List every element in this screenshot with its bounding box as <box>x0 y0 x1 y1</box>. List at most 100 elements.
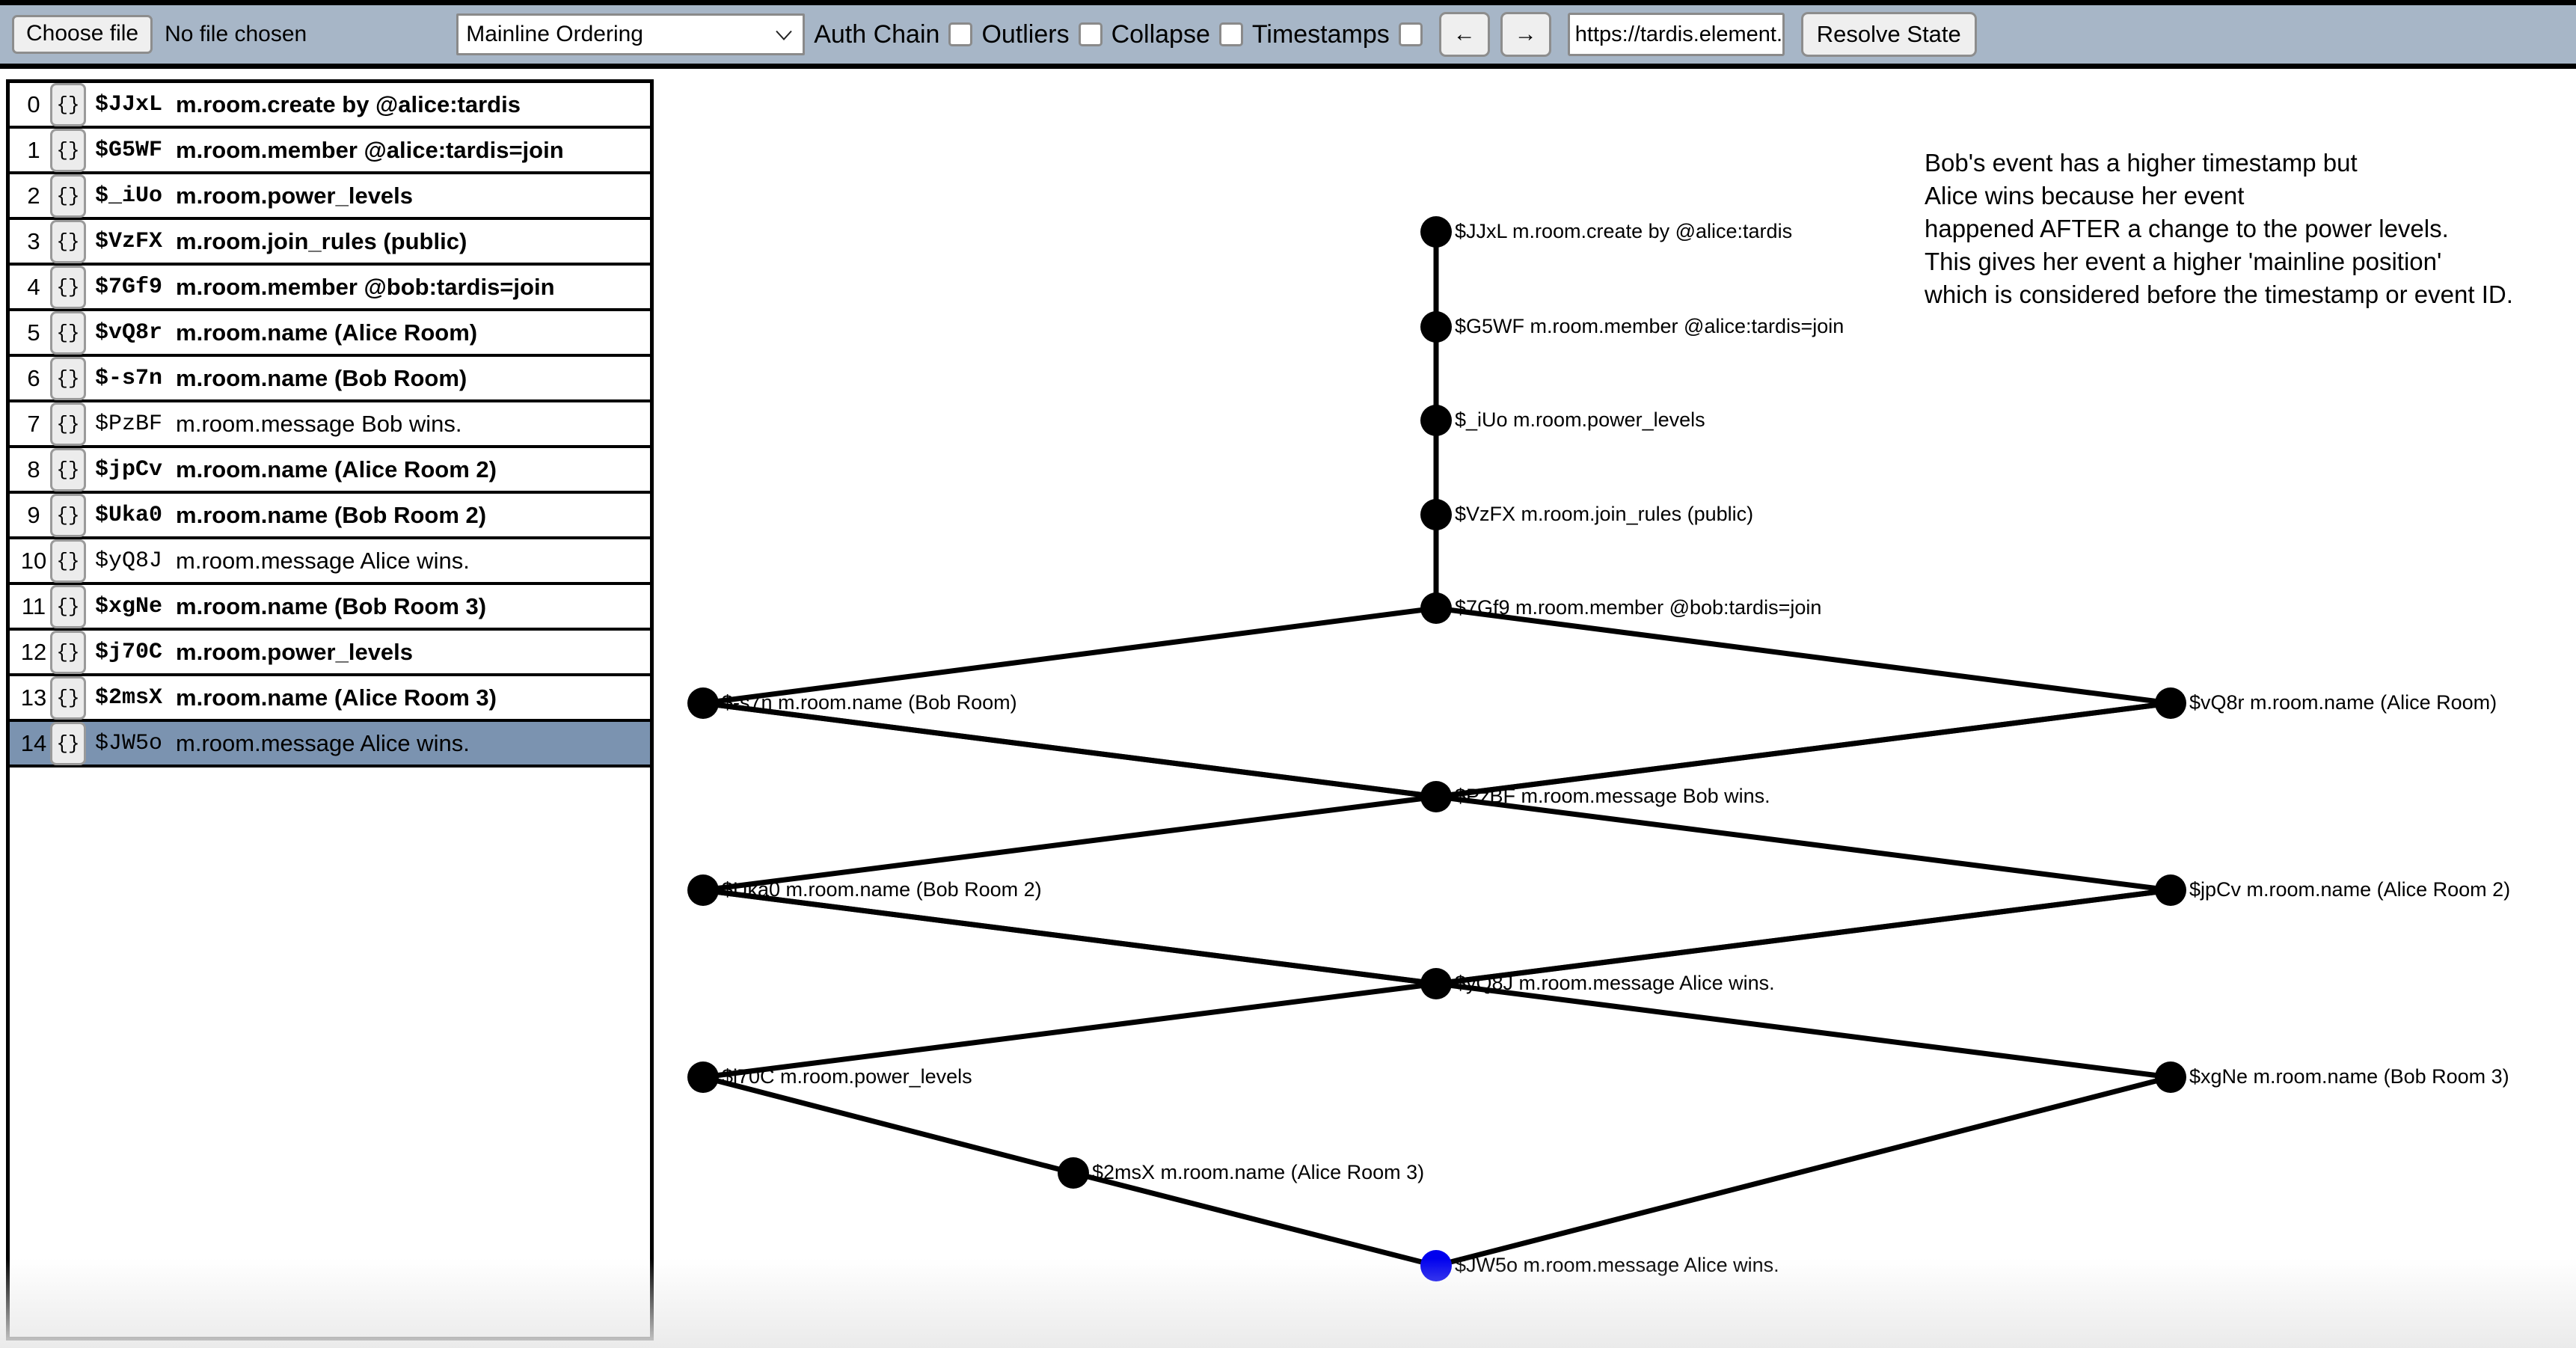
view-json-button[interactable]: {} <box>50 493 86 537</box>
event-id: $_iUo <box>95 183 163 209</box>
view-json-button[interactable]: {} <box>50 584 86 628</box>
dag-edge <box>1073 1170 1437 1269</box>
event-id: $vQ8r <box>95 319 163 346</box>
dag-node-label: $xgNe m.room.name (Bob Room 3) <box>2189 1065 2509 1088</box>
auth-chain-checkbox[interactable] <box>948 22 973 46</box>
dag-node[interactable] <box>1420 311 1452 343</box>
event-index: 13 <box>20 684 47 711</box>
top-toolbar: Choose file No file chosen Mainline Orde… <box>0 0 2576 69</box>
dag-edge <box>1435 605 2171 706</box>
dag-node[interactable] <box>2155 1061 2186 1093</box>
dag-node-label: $JJxL m.room.create by @alice:tardis <box>1455 220 1792 242</box>
dag-node[interactable] <box>1420 499 1452 530</box>
dag-node[interactable] <box>1420 781 1452 812</box>
view-json-button[interactable]: {} <box>50 219 86 263</box>
view-json-button[interactable]: {} <box>50 402 86 446</box>
dag-node[interactable] <box>687 874 719 906</box>
event-description: m.room.member @bob:tardis=join <box>176 273 555 300</box>
annotation-line: happened AFTER a change to the power lev… <box>1925 215 2449 242</box>
event-description: m.room.name (Bob Room) <box>176 364 467 391</box>
dag-edge <box>702 1074 1074 1176</box>
event-id: $G5WF <box>95 137 163 163</box>
ordering-select-value: Mainline Ordering <box>466 22 643 46</box>
dag-edge <box>1435 1074 2171 1269</box>
back-arrow-button[interactable]: ← <box>1438 12 1490 57</box>
event-id: $Uka0 <box>95 502 163 528</box>
dag-node[interactable] <box>1420 968 1452 999</box>
outliers-checkbox[interactable] <box>1078 22 1103 46</box>
view-json-button[interactable]: {} <box>50 630 86 674</box>
event-index: 4 <box>27 273 40 300</box>
timestamps-checkbox[interactable] <box>1398 22 1423 46</box>
event-index: 8 <box>27 456 40 482</box>
dag-node[interactable] <box>1420 216 1452 248</box>
dag-node-label: $_iUo m.room.power_levels <box>1455 408 1705 431</box>
view-json-button[interactable]: {} <box>50 83 86 126</box>
timestamps-label: Timestamps <box>1251 19 1390 49</box>
dag-node[interactable] <box>1420 405 1452 436</box>
event-index: 5 <box>27 319 40 346</box>
dag-node[interactable] <box>1420 592 1452 624</box>
event-description: m.room.message Alice wins. <box>176 729 470 756</box>
event-index: 7 <box>27 410 40 437</box>
view-json-button[interactable]: {} <box>50 265 86 309</box>
view-json-button[interactable]: {} <box>50 675 86 720</box>
collapse-checkbox[interactable] <box>1218 22 1243 46</box>
chevron-down-icon <box>776 23 792 46</box>
event-id: $PzBF <box>95 411 163 437</box>
event-id: $yQ8J <box>95 548 163 574</box>
dag-node[interactable] <box>687 687 719 719</box>
view-json-button[interactable]: {} <box>50 356 86 400</box>
view-json-button[interactable]: {} <box>50 128 86 172</box>
dag-node-label: $2msX m.room.name (Alice Room 3) <box>1092 1161 1424 1183</box>
dag-node-label: $-s7n m.room.name (Bob Room) <box>722 691 1017 714</box>
resolve-state-button[interactable]: Resolve State <box>1800 12 1977 57</box>
url-input[interactable]: https://tardis.element.dev <box>1567 13 1785 56</box>
view-json-button[interactable]: {} <box>50 174 86 218</box>
event-index: 0 <box>27 91 40 117</box>
event-id: $7Gf9 <box>95 274 163 300</box>
event-dag-graph[interactable]: $JJxL m.room.create by @alice:tardis$G5W… <box>658 79 2576 1348</box>
ordering-select[interactable]: Mainline Ordering <box>456 13 806 55</box>
dag-node[interactable] <box>2155 687 2186 719</box>
event-index: 3 <box>27 227 40 254</box>
dag-svg: $JJxL m.room.create by @alice:tardis$G5W… <box>687 216 2510 1281</box>
event-description: m.room.name (Alice Room 2) <box>176 456 497 482</box>
view-json-button[interactable]: {} <box>50 447 86 491</box>
dag-node-label: $yQ8J m.room.message Alice wins. <box>1455 972 1775 994</box>
view-json-button[interactable]: {} <box>50 310 86 355</box>
view-json-button[interactable]: {} <box>50 539 86 583</box>
auth-chain-label: Auth Chain <box>814 19 940 49</box>
event-id: $2msX <box>95 684 163 711</box>
dag-node[interactable] <box>1058 1157 1089 1189</box>
view-json-button[interactable]: {} <box>50 721 86 765</box>
dag-node[interactable] <box>2155 874 2186 906</box>
event-index: 2 <box>27 182 40 209</box>
dag-nodes[interactable]: $JJxL m.room.create by @alice:tardis$G5W… <box>687 216 2510 1281</box>
outliers-label: Outliers <box>981 19 1070 49</box>
event-row[interactable]: 4 {} $7Gf9 m.room.member @bob:tardis=join <box>10 265 650 311</box>
forward-arrow-button[interactable]: → <box>1500 12 1551 57</box>
event-index: 11 <box>21 592 46 619</box>
dag-node[interactable] <box>687 1061 719 1093</box>
event-list-empty-area <box>10 768 650 1337</box>
dag-node[interactable] <box>1420 1250 1452 1281</box>
annotation-line: This gives her event a higher 'mainline … <box>1925 248 2442 275</box>
choose-file-button[interactable]: Choose file <box>12 15 153 54</box>
event-id: $JW5o <box>95 730 163 756</box>
